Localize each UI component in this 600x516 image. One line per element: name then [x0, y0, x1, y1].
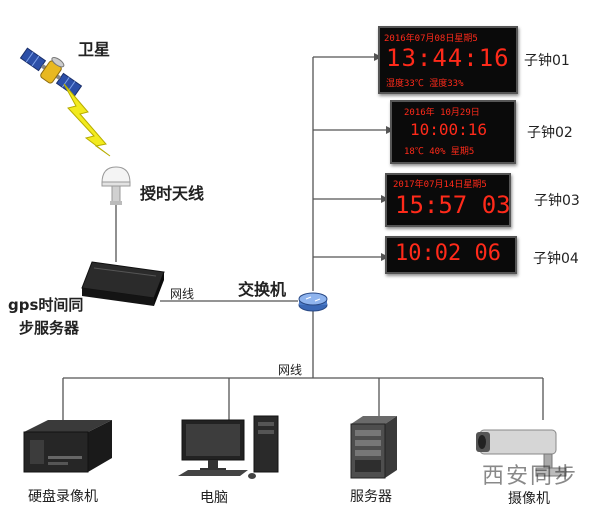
dvr-icon: [18, 418, 114, 476]
antenna-label: 授时天线: [140, 184, 205, 203]
switch-label: 交换机: [238, 280, 287, 299]
device-label-dvr: 硬盘录像机: [28, 489, 98, 505]
lightning-icon: [60, 82, 112, 158]
computer-icon: [176, 414, 286, 484]
device-label-camera: 摄像机: [508, 491, 550, 507]
clock-01-label: 子钟01: [524, 53, 570, 69]
clock-02-env: 18℃ 40% 星期5: [404, 147, 475, 157]
gps-server-label-line1: gps时间同: [8, 296, 84, 314]
satellite-icon: [16, 46, 86, 98]
clock-01-date: 2016年07月08日星期5: [384, 34, 478, 44]
device-label-pc: 电脑: [200, 490, 228, 506]
camera-icon: [474, 424, 572, 480]
clock-03-date: 2017年07月14日星期5: [393, 180, 487, 190]
cable-label-server: 网线: [170, 287, 195, 301]
gps-server-label-line2: 步服务器: [19, 319, 80, 337]
slave-clock-03: 2017年07月14日星期5 15:57 03: [385, 173, 511, 227]
network-switch-icon: [297, 289, 329, 313]
clock-03-time: 15:57 03: [395, 191, 511, 219]
clock-04-time: 10:02 06: [395, 241, 501, 266]
server-icon: [345, 414, 401, 480]
watermark: 西安同步: [482, 464, 579, 489]
slave-clock-02: 2016年 10月29日 10:00:16 18℃ 40% 星期5: [390, 100, 516, 164]
clock-02-label: 子钟02: [527, 125, 573, 141]
clock-04-label: 子钟04: [533, 251, 579, 267]
device-label-server: 服务器: [350, 489, 392, 505]
slave-clock-04: 10:02 06: [385, 236, 517, 274]
gps-time-server-icon: [80, 256, 166, 310]
clock-02-time: 10:00:16: [410, 120, 488, 139]
clock-03-label: 子钟03: [534, 193, 580, 209]
satellite-label: 卫星: [78, 40, 111, 59]
slave-clock-01: 2016年07月08日星期5 13:44:16 湿度33℃ 湿度33%: [378, 26, 518, 94]
gps-antenna-icon: [99, 165, 133, 207]
clock-02-date: 2016年 10月29日: [404, 108, 480, 118]
clock-01-env: 湿度33℃ 湿度33%: [386, 79, 464, 89]
clock-01-time: 13:44:16: [386, 44, 510, 72]
cable-label-devices: 网线: [278, 363, 303, 377]
